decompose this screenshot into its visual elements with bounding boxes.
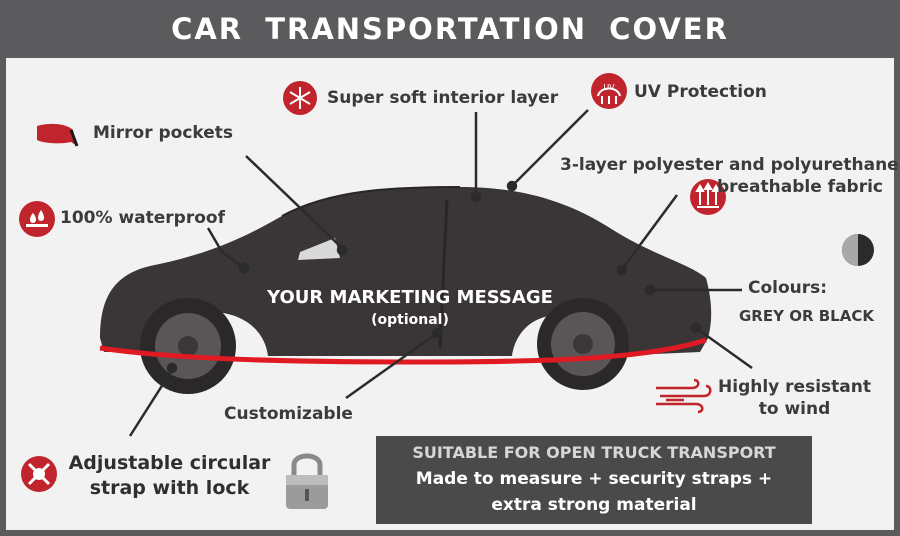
uv-shield-icon: UV (591, 73, 627, 109)
wind-icon (656, 378, 712, 414)
page-title: CAR TRANSPORTATION COVER (171, 12, 729, 46)
label-fabric-line2: breathable fabric (716, 177, 883, 197)
label-wind: Highly resistant to wind (718, 376, 871, 420)
label-customizable: Customizable (224, 404, 353, 424)
label-wind-line2: to wind (758, 399, 831, 419)
snowflake-icon (283, 81, 317, 115)
label-strap-line1: Adjustable circular (68, 452, 271, 474)
car-window-front (298, 238, 340, 260)
marketing-line1: YOUR MARKETING MESSAGE (267, 287, 553, 308)
water-drops-icon (19, 201, 55, 237)
label-colours-value: GREY OR BLACK (739, 307, 874, 325)
info-box-line2: Made to measure + security straps + (415, 469, 773, 489)
label-fabric-line1: 3-layer polyester and polyurethane (560, 155, 899, 175)
label-interior-layer: Super soft interior layer (327, 88, 559, 108)
info-box-line1: SUITABLE FOR OPEN TRUCK TRANSPORT (412, 443, 776, 462)
label-fabric: 3-layer polyester and polyurethane breat… (560, 154, 899, 198)
colour-swatch-icon (842, 234, 874, 266)
label-mirror-pockets: Mirror pockets (93, 123, 234, 143)
door-line (438, 199, 449, 349)
marketing-line2: (optional) (371, 312, 449, 328)
rear-wheel (140, 298, 236, 394)
mirror-icon (37, 123, 79, 147)
marketing-message: YOUR MARKETING MESSAGE (optional) (225, 286, 595, 330)
label-wind-line1: Highly resistant (718, 377, 871, 397)
label-strap-line2: strap with lock (89, 477, 250, 499)
label-colours: Colours: (748, 278, 828, 298)
breathable-arrows-icon (690, 179, 726, 215)
padlock-icon (286, 453, 328, 509)
strap-icon (21, 456, 57, 492)
info-box: SUITABLE FOR OPEN TRUCK TRANSPORT Made t… (376, 436, 812, 524)
label-uv-protection: UV Protection (634, 82, 767, 102)
info-box-line3: extra strong material (491, 495, 697, 515)
label-waterproof: 100% waterproof (60, 208, 225, 228)
red-strap (99, 337, 707, 365)
label-strap: Adjustable circular strap with lock (62, 451, 277, 501)
front-wheel (537, 298, 629, 390)
uv-badge-text: UV (603, 83, 615, 92)
